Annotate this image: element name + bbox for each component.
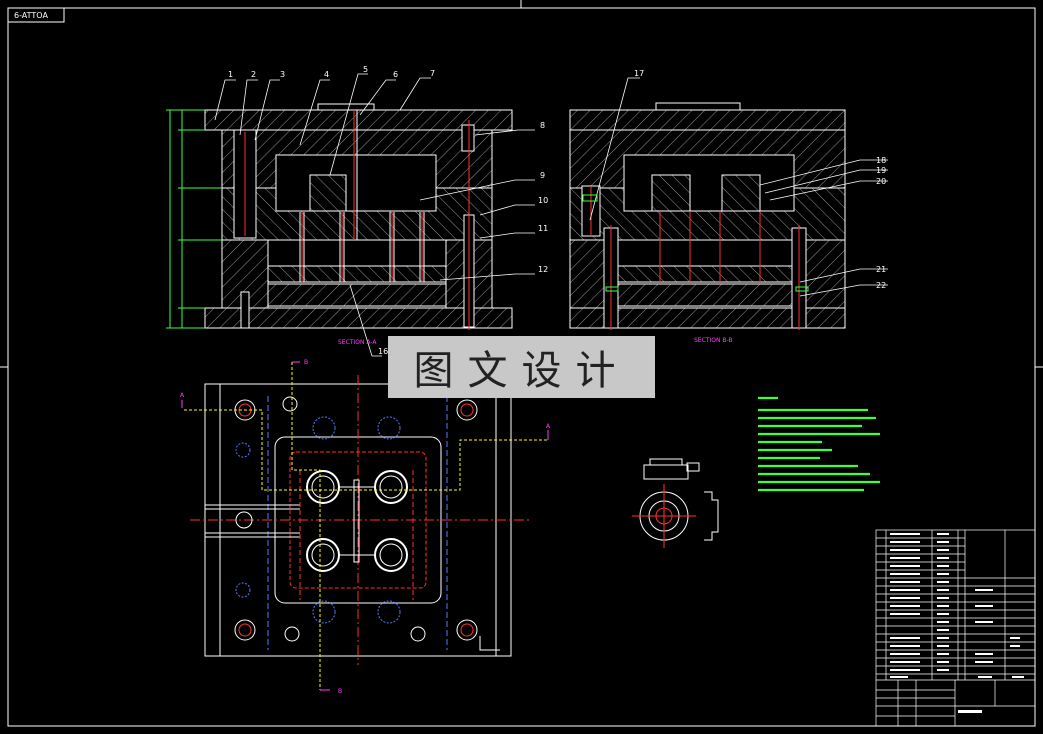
svg-text:17: 17: [634, 69, 644, 78]
svg-text:B: B: [304, 359, 308, 366]
title-block: [875, 529, 1036, 727]
svg-text:1: 1: [228, 70, 233, 79]
corner-label: 6-ATTOA: [14, 11, 48, 20]
part-labels-left: 1 2 3 4 5 6 7 8 9 10 11 12 16: [228, 65, 548, 356]
title-block-text: [890, 533, 1024, 713]
cut-marker-labels: A A B B: [180, 359, 551, 695]
svg-text:2: 2: [251, 70, 256, 79]
section-a-label: SECTION A-A: [338, 339, 377, 346]
svg-text:16: 16: [378, 347, 388, 356]
watermark: 图文设计: [388, 336, 655, 398]
svg-text:21: 21: [876, 265, 886, 274]
section-a-view: [166, 73, 535, 357]
svg-text:4: 4: [324, 70, 329, 79]
svg-text:11: 11: [538, 224, 548, 233]
svg-text:20: 20: [876, 177, 886, 186]
svg-text:A: A: [180, 392, 185, 399]
svg-text:5: 5: [363, 65, 368, 74]
plan-view: [181, 361, 549, 691]
svg-text:19: 19: [876, 166, 886, 175]
svg-text:12: 12: [538, 265, 548, 274]
section-b-label: SECTION B-B: [694, 337, 733, 344]
svg-text:3: 3: [280, 70, 285, 79]
svg-text:A: A: [546, 423, 551, 430]
part-detail-view: [632, 458, 719, 548]
svg-text:10: 10: [538, 196, 548, 205]
technical-notes: [758, 396, 880, 492]
svg-text:22: 22: [876, 281, 886, 290]
section-b-view: [569, 77, 888, 330]
svg-text:7: 7: [430, 69, 435, 78]
svg-text:8: 8: [540, 121, 545, 130]
svg-text:18: 18: [876, 156, 886, 165]
svg-text:B: B: [338, 688, 342, 695]
svg-text:9: 9: [540, 171, 545, 180]
part-labels-right: 17 18 19 20 21 22: [634, 69, 886, 290]
svg-text:6: 6: [393, 70, 398, 79]
